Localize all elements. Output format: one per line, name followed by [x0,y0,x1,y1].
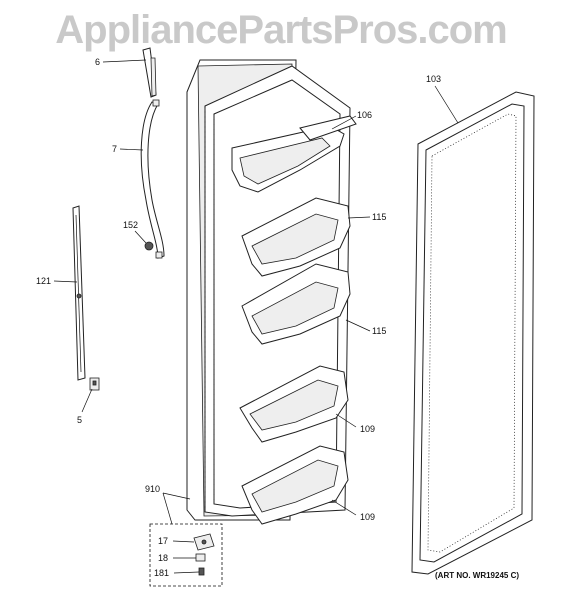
callout-152: 152 [123,220,138,230]
callout-17: 17 [158,536,168,546]
callout-181: 181 [154,568,169,578]
callout-115-lower: 115 [372,326,386,336]
callout-18: 18 [158,553,168,563]
callout-7: 7 [112,144,117,154]
part-121-trim[interactable] [72,205,86,381]
callout-109-lower: 109 [360,512,375,522]
part-910-hinge-kit[interactable] [149,523,223,587]
callout-5: 5 [77,415,82,425]
part-109-door-bin-upper[interactable] [239,365,349,443]
callout-109-upper: 109 [360,424,375,434]
art-number: (ART NO. WR19245 C) [435,571,519,580]
callout-910: 910 [145,484,160,494]
part-5-clip[interactable] [89,377,100,391]
part-115-shelf-bin-upper[interactable] [241,197,351,277]
part-109-door-bin-lower[interactable] [241,445,349,525]
part-103-gasket[interactable] [411,91,535,575]
callout-115-upper: 115 [372,212,386,222]
part-6-hinge[interactable] [142,47,157,98]
callout-103: 103 [426,74,441,84]
callout-6: 6 [95,57,100,67]
callout-121: 121 [36,276,51,286]
part-7-handle[interactable] [140,99,165,259]
watermark-logo: AppliancePartsPros.com [55,8,508,52]
part-115-shelf-bin-lower[interactable] [241,263,351,345]
part-106-dairy-bin[interactable] [231,115,357,193]
part-152-screw[interactable] [134,230,154,251]
callout-106: 106 [357,110,372,120]
